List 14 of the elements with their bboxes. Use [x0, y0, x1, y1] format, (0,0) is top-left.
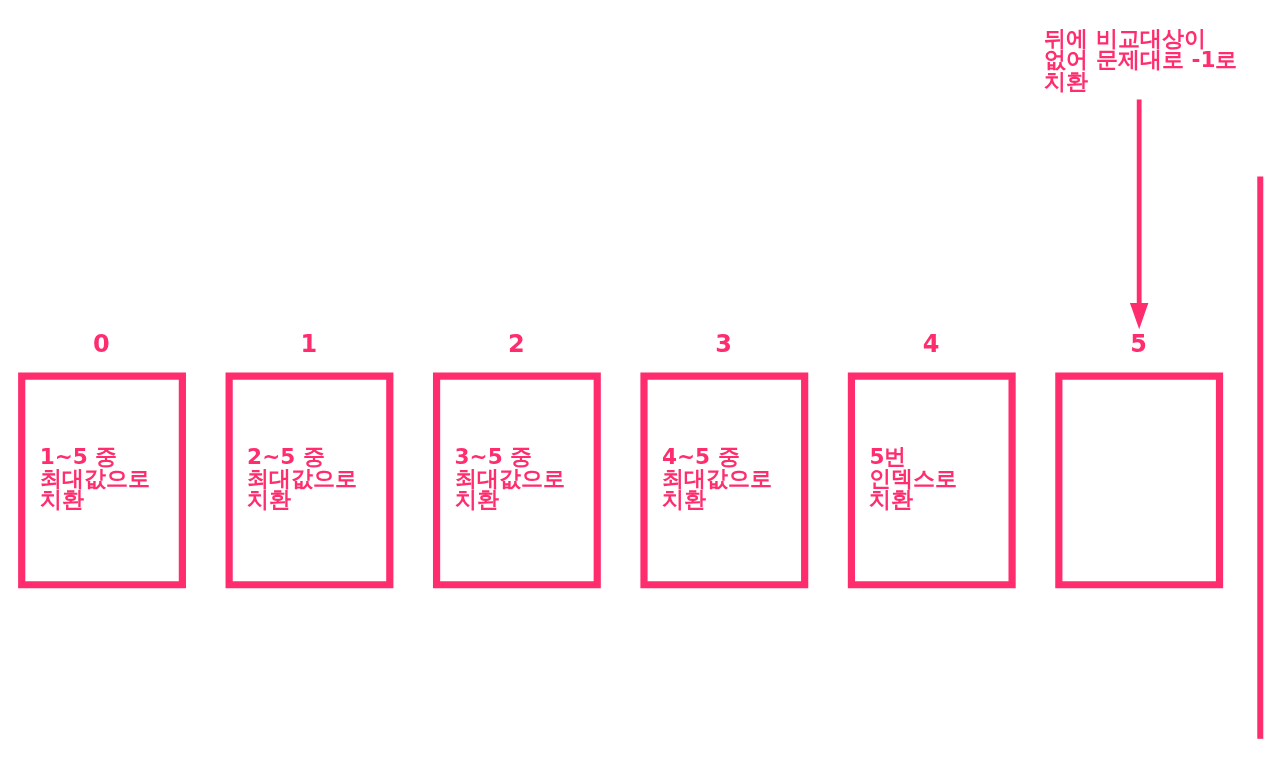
node-label: 4	[922, 329, 940, 358]
node-box: 5번 인덱스로 치환	[847, 372, 1016, 588]
node-box	[1055, 372, 1224, 588]
node-label: 0	[93, 329, 110, 358]
node-text: 뒤에 비교대상이 없어 문제대로 -1로 치환	[1044, 25, 1238, 94]
node-label: 1	[300, 329, 318, 358]
node-label: 2	[507, 329, 525, 358]
node-box: 2~5 중 최대값으로 치환	[225, 372, 394, 588]
node-label: 3	[715, 329, 733, 358]
arrow	[1129, 98, 1149, 329]
node-box: 4~5 중 최대값으로 치환	[640, 372, 809, 588]
node-box: 1~5 중 최대값으로 치환	[18, 372, 186, 588]
node-label: 5	[1130, 329, 1147, 358]
node-box: 3~5 중 최대값으로 치환	[432, 372, 601, 588]
